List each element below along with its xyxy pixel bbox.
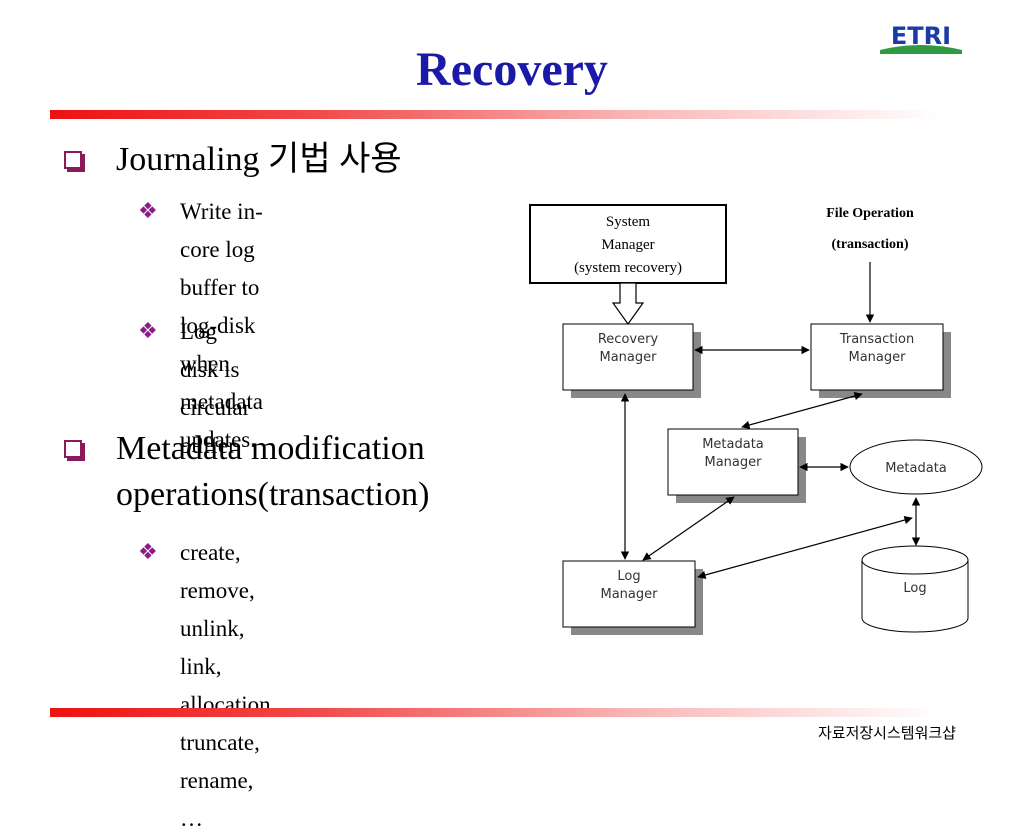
- system-manager-label: System: [606, 214, 651, 230]
- transaction-manager-label: Transaction: [839, 332, 914, 347]
- metadata-mgr-log-arrow: [642, 496, 735, 561]
- log-manager-label: Log: [617, 569, 640, 584]
- diamond-bullet-icon: ❖: [138, 319, 158, 344]
- hollow-down-arrow: [611, 282, 645, 326]
- sub-bullet-text: Log disk is circular buffer: [180, 319, 251, 458]
- footer-text: 자료저장시스템워크샵: [817, 724, 956, 742]
- log-manager-label: Manager: [601, 587, 659, 602]
- system-manager-label: (system recovery): [574, 260, 682, 276]
- metadata-manager-label: Metadata: [702, 437, 764, 452]
- sub-bullet-text: Write in-core log buffer to log-disk whe…: [180, 199, 264, 452]
- bullet-text: Metadata modification operations(transac…: [116, 430, 430, 513]
- system-manager-label: Manager: [601, 237, 654, 253]
- file-operation-label: (transaction): [832, 237, 909, 252]
- metadata-manager-label: Manager: [705, 455, 763, 470]
- slide-title: Recovery: [416, 43, 608, 96]
- diamond-bullet-icon: ❖: [138, 540, 158, 565]
- log-cylinder-top: [861, 545, 969, 575]
- recovery-manager-label: Recovery: [598, 332, 659, 347]
- footer-rule: [50, 708, 940, 717]
- transaction-metadata-mgr-arrow: [741, 391, 863, 430]
- square-bullet-icon: [64, 151, 82, 169]
- metadata-label: Metadata: [885, 461, 947, 476]
- recovery-manager-box: [562, 323, 694, 391]
- recovery-manager-label: Manager: [600, 350, 658, 365]
- log-manager-box: [562, 560, 696, 628]
- diamond-bullet-icon: ❖: [138, 199, 158, 224]
- architecture-diagram: System Manager (system recovery) File Op…: [529, 204, 983, 635]
- metadata-ellipse: [849, 439, 983, 495]
- log-mgr-junction-arrow: [697, 515, 913, 580]
- transaction-manager-box: [810, 323, 944, 391]
- file-operation-label: File Operation: [826, 206, 914, 221]
- bullet-text: Journaling 기법 사용: [116, 141, 402, 178]
- transaction-manager-label: Manager: [849, 350, 907, 365]
- square-bullet-icon: [64, 440, 82, 458]
- system-manager-box: [529, 204, 727, 284]
- log-label: Log: [903, 581, 926, 596]
- etri-logo: ETRI: [876, 20, 966, 65]
- metadata-manager-box: [667, 428, 799, 496]
- header-rule: [50, 110, 940, 119]
